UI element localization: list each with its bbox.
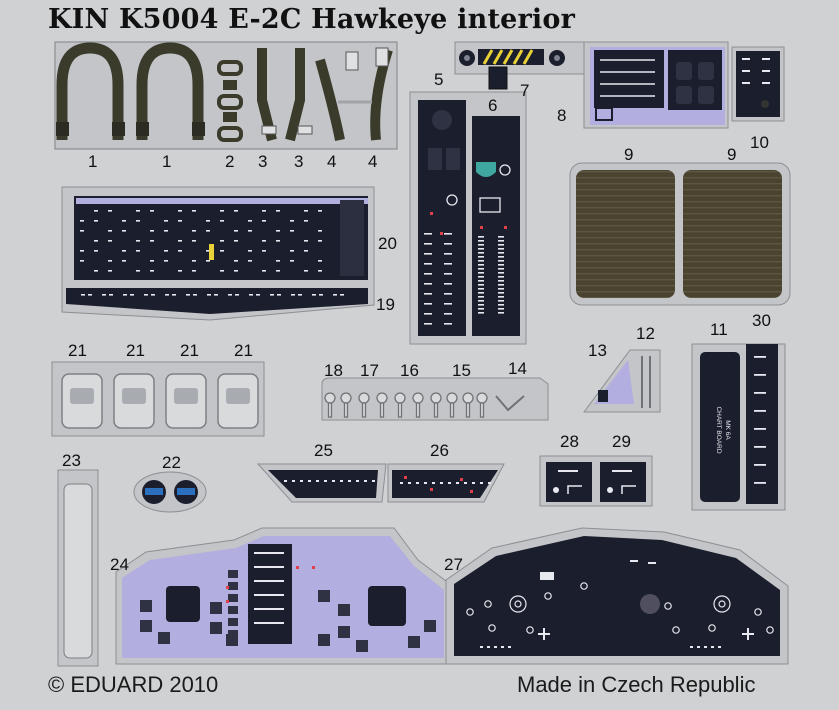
part-number: 3: [294, 152, 304, 171]
part-28-29: [539, 455, 653, 507]
fret-title: KIN K5004 E-2C Hawkeye interior: [48, 4, 576, 35]
part-number: 8: [557, 106, 567, 125]
part-22-gauges: [133, 471, 207, 513]
part-number: 19: [376, 295, 395, 314]
part-number: 29: [612, 432, 631, 451]
part-number: 21: [180, 341, 199, 360]
part-number: 16: [400, 361, 419, 380]
part-number: 30: [752, 311, 771, 330]
part-number: 11: [710, 320, 728, 339]
harness-straps-frame: [54, 41, 398, 150]
copyright-text: © EDUARD 2010: [48, 672, 219, 697]
part-7-8-10-group: [454, 41, 785, 129]
part-11-30-boards: MK 6ACHART BOARD: [691, 343, 786, 511]
part-number: 7: [520, 81, 530, 100]
part-number: 6: [488, 96, 498, 115]
part-number: 26: [430, 441, 449, 460]
part-number: 1: [88, 152, 98, 171]
part-number: 12: [636, 324, 655, 343]
part-5-6-panels: [409, 91, 527, 345]
part-number: 13: [588, 341, 607, 360]
part-number: 21: [234, 341, 253, 360]
part-24-main-panel: [115, 527, 451, 665]
part-number: 24: [110, 555, 129, 574]
part-number: 4: [368, 152, 378, 171]
part-number: 9: [727, 145, 737, 164]
part-21-holders: [51, 361, 265, 437]
part-27-main-panel: [445, 527, 789, 665]
part-number: 22: [162, 453, 181, 472]
part-number: 2: [225, 152, 235, 171]
origin-text: Made in Czech Republic: [517, 672, 756, 697]
part-number: 21: [68, 341, 87, 360]
part-12-13: [583, 349, 661, 413]
chart-board-label: MK 6ACHART BOARD: [715, 406, 731, 453]
part-number: 14: [508, 359, 527, 378]
part-number: 21: [126, 341, 145, 360]
part-number: 25: [314, 441, 333, 460]
part-number: 10: [750, 133, 769, 152]
part-number: 5: [434, 70, 444, 89]
part-9-pads: [569, 162, 791, 306]
part-number: 1: [162, 152, 172, 171]
part-number: 28: [560, 432, 579, 451]
part-number: 17: [360, 361, 379, 380]
part-14-18-knobs: [321, 377, 549, 421]
part-number: 27: [444, 555, 463, 574]
part-number: 23: [62, 451, 81, 470]
part-25-26-panels: [256, 463, 505, 503]
part-number: 9: [624, 145, 634, 164]
part-23-strip: [57, 469, 99, 667]
part-number: 20: [378, 234, 397, 253]
part-number: 3: [258, 152, 268, 171]
part-number: 18: [324, 361, 343, 380]
part-number: 4: [327, 152, 337, 171]
part-19-20-console: [61, 186, 375, 321]
part-number: 15: [452, 361, 471, 380]
